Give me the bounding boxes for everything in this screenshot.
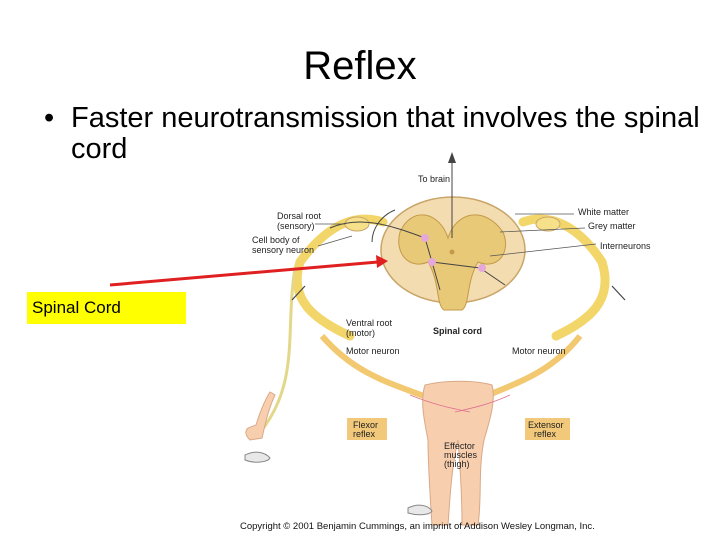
label-white-matter: White matter (578, 207, 629, 217)
label-flexor: Flexor (353, 420, 378, 430)
label-extensor: Extensor (528, 420, 564, 430)
label-dorsal-root-sub: (sensory) (277, 221, 315, 231)
neuron-pathway (291, 152, 626, 301)
label-grey-matter: Grey matter (588, 221, 636, 231)
label-flexor-sub: reflex (353, 429, 376, 439)
reflex-hammer-left (244, 451, 271, 463)
reflex-hammer-right (407, 504, 433, 516)
muscle-fibers (409, 394, 511, 413)
label-to-brain: To brain (418, 174, 450, 184)
bullet-glyph: • (44, 102, 55, 134)
spinal-cord-callout: Spinal Cord (27, 292, 186, 324)
label-spinal-cord: Spinal cord (433, 326, 482, 336)
label-effector-sub1: muscles (444, 450, 478, 460)
label-ventral-root: Ventral root (346, 318, 393, 328)
label-dorsal-root: Dorsal root (277, 211, 322, 221)
label-motor-neuron-right: Motor neuron (512, 346, 566, 356)
bullet-text: Faster neurotransmission that involves t… (71, 102, 700, 165)
label-cell-body-sub: sensory neuron (252, 245, 314, 255)
legs-illustration (245, 380, 494, 526)
label-effector: Effector (444, 441, 475, 451)
label-ventral-root-sub: (motor) (346, 328, 375, 338)
label-extensor-sub: reflex (534, 429, 557, 439)
spinal-cord-section (380, 196, 526, 311)
extensor-box (525, 418, 570, 440)
copyright-text: Copyright © 2001 Benjamin Cummings, an i… (240, 521, 595, 532)
leader-lines (315, 213, 597, 257)
label-effector-sub2: (thigh) (444, 459, 470, 469)
label-motor-neuron-left: Motor neuron (346, 346, 400, 356)
nerve-roots (292, 214, 610, 341)
label-interneurons: Interneurons (600, 241, 651, 251)
label-cell-body: Cell body of (252, 235, 300, 245)
slide-title: Reflex (303, 44, 417, 88)
callout-arrow (109, 255, 388, 287)
flexor-box (347, 418, 387, 440)
